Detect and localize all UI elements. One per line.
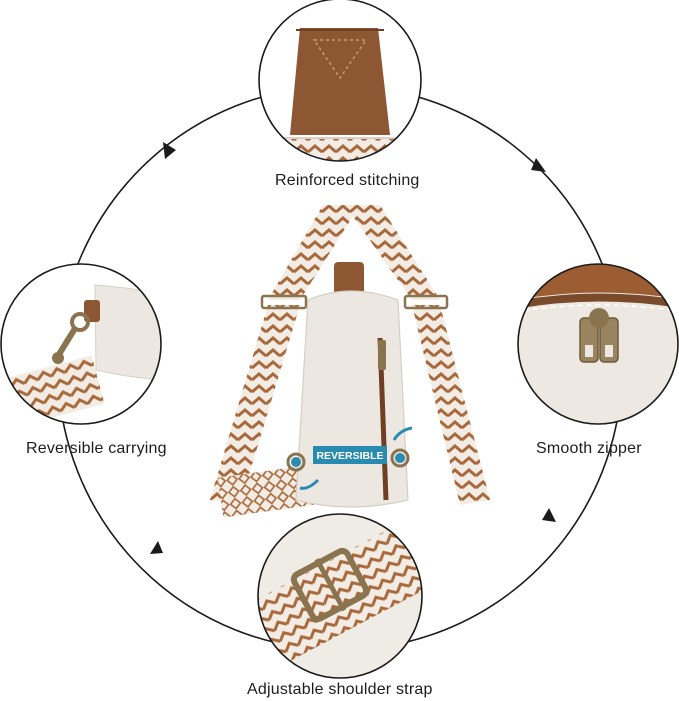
arrow-icon: [542, 508, 556, 522]
sling-bag-product: REVERSIBLE: [210, 205, 490, 518]
detail-photo-hook: [0, 263, 162, 425]
reversible-badge: [313, 446, 387, 464]
reverse-arrow-icon: [299, 478, 320, 490]
reversible-badge-text: REVERSIBLE: [316, 450, 383, 462]
feature-caption-zipper: Smooth zipper: [536, 440, 642, 457]
arrow-icon: [531, 158, 546, 172]
detail-photo-buckle: [257, 513, 423, 679]
detail-photo-zipper: [517, 263, 679, 425]
feature-caption-strap: Adjustable shoulder strap: [247, 681, 433, 698]
arrow-icon: [150, 541, 163, 554]
detail-photo-stitching: [258, 0, 422, 162]
feature-caption-reversible: Reversible carrying: [26, 440, 167, 457]
feature-caption-stitching: Reinforced stitching: [275, 172, 420, 189]
arrow-icon: [163, 142, 176, 159]
reverse-arrow-icon: [392, 426, 413, 441]
